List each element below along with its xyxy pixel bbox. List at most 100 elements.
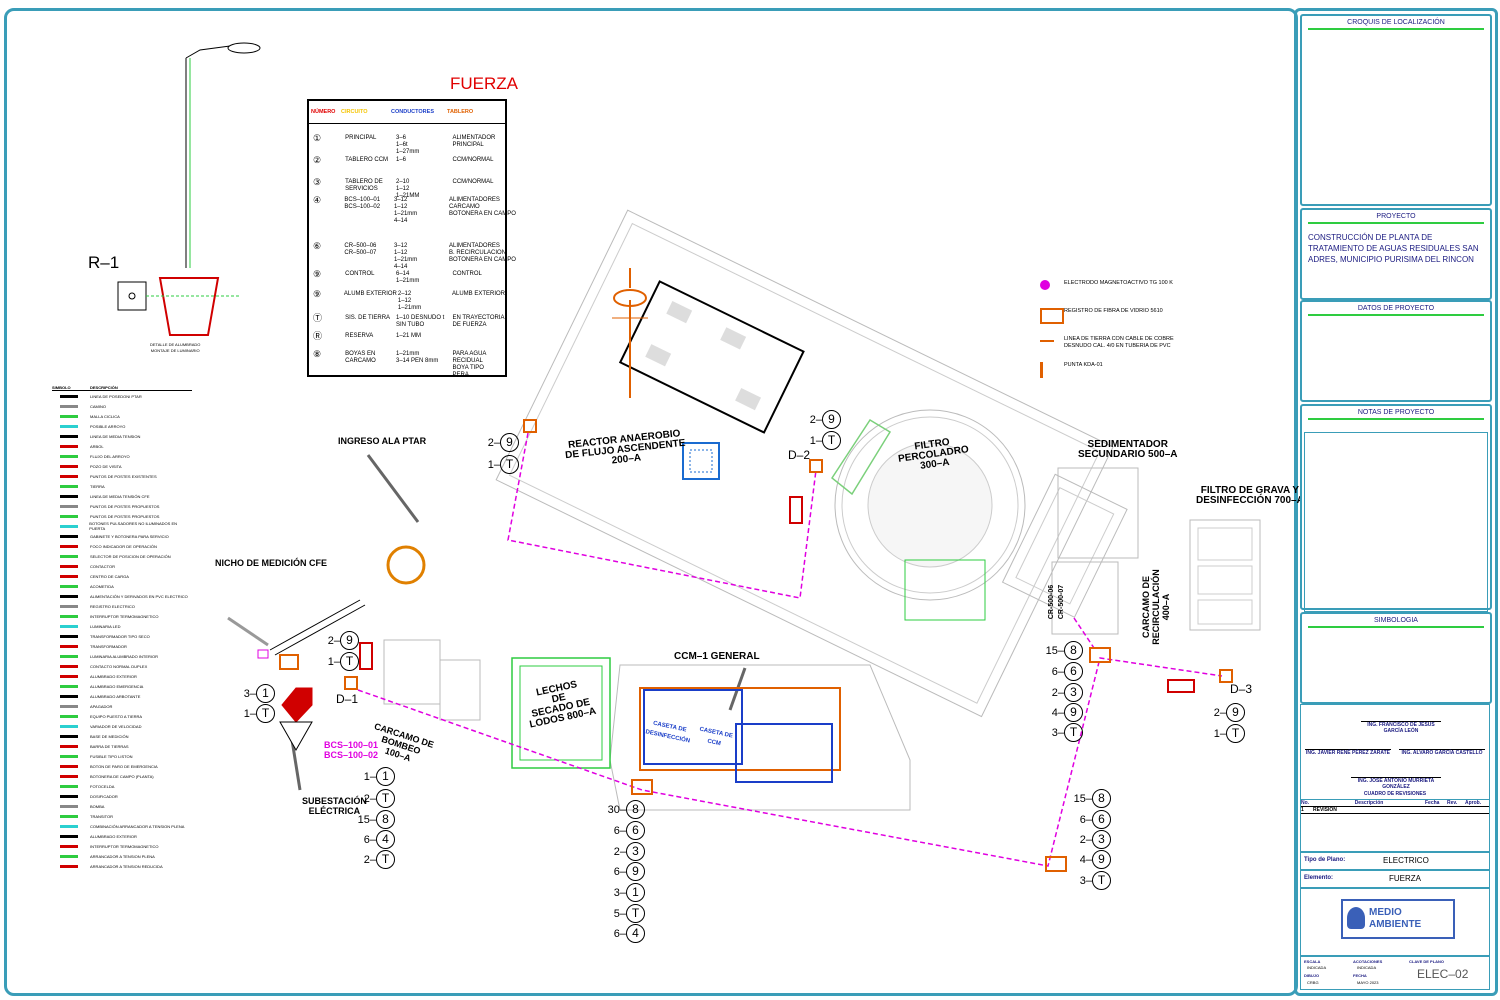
legend-item: ALUMBRADO EMERGENCIA: [52, 681, 192, 691]
legend-item: ALUMBRADO EXTERIOR: [52, 671, 192, 681]
label-bcs: BCS–100–01 BCS–100–02: [324, 740, 379, 760]
substation-symbol: [281, 687, 313, 723]
legend-label: DOSIFICADOR: [90, 793, 118, 799]
circuit-tag-qty: 2–: [809, 413, 822, 426]
legend-symbol-icon: [52, 844, 90, 849]
signature-4: ING. JOSE ANTONIO MURRIETA GONZÁLEZ: [1351, 777, 1441, 790]
legend-label: LINEA DE MEDIA TENSION: [90, 433, 141, 439]
circuit-tag-number: T: [1064, 723, 1083, 742]
circuit-tag: 2–9: [1206, 703, 1245, 722]
circuit-tag: 1–T: [236, 704, 275, 723]
fecha-value: MAYO 2023: [1357, 980, 1379, 985]
nicho-arrow: [227, 616, 269, 647]
fz-cell-num: Ⓣ: [313, 313, 323, 323]
elemento: Elemento: FUERZA: [1300, 870, 1490, 888]
circuit-tag-qty: 2–: [363, 792, 376, 805]
fz-cell-tablero: [449, 333, 506, 340]
legend-label: FUSIBLE TIPO LISTON: [90, 753, 133, 759]
signature-1: ING. FRANCISCO DE JESUS GARCÍA LEÓN: [1361, 721, 1441, 734]
fz-cell-circuito: SIS. DE TIERRA: [345, 315, 391, 321]
legend-label: FLUJO DEL ARROYO: [90, 453, 130, 459]
legend-item: BARRA DE TIERRAS: [52, 741, 192, 751]
fz-cell-num: ①: [313, 133, 322, 143]
legend-item: ALIMENTACIÓN Y DERIVADOS EN PVC ELECTRIC…: [52, 591, 192, 601]
legend-symbol-icon: [52, 654, 90, 659]
legend-label: CAMINO: [90, 403, 106, 409]
circuit-tag-qty: 3–: [1051, 726, 1064, 739]
drying-beds: [511, 657, 611, 769]
legend-item: ARRANCADOR A TENSION REDUCIDA: [52, 861, 192, 871]
legend-label: INTERRUPTOR TERMOMAGNETICO: [90, 613, 159, 619]
circuit-tag-number: 8: [1092, 789, 1111, 808]
circuit-tag-number: T: [376, 789, 395, 808]
fz-cell-circuito: BCS–100–01 BCS–100–02: [344, 197, 381, 210]
ingreso-arrow: [366, 454, 420, 523]
power-routing: [357, 432, 1223, 867]
fz-cell-circuito: PRINCIPAL: [345, 135, 377, 141]
circuit-tag-number: T: [256, 704, 275, 723]
circuit-tag-number: 9: [626, 862, 645, 881]
fz-cell-num: ③: [313, 177, 322, 187]
legend-symbol-icon: [52, 584, 90, 589]
legend-symbol-icon: [52, 434, 90, 439]
rev-col-desc: Descripción: [1354, 800, 1384, 806]
legend-symbol-icon: [52, 724, 90, 729]
legend-item: FUSIBLE TIPO LISTON: [52, 751, 192, 761]
legend-label: PUNTOS DE POSTES PROPUESTOS: [90, 503, 160, 509]
escala-key: ESCALA: [1304, 959, 1321, 964]
croquis-panel: CROQUIS DE LOCALIZACIÓN: [1300, 14, 1492, 206]
rev-row-desc: REVISION: [1313, 807, 1337, 813]
legend-symbol-icon: [52, 474, 90, 479]
legend-label: LINEA DE POSEDONI PTAR: [90, 393, 142, 399]
legend-label: GABINETE Y BOTONERA PARA SERVICIO: [90, 533, 169, 539]
legend-item: MALLA CICLICA: [52, 411, 192, 421]
circuit-tag-number: 9: [340, 631, 359, 650]
circuit-tag-number: T: [822, 431, 841, 450]
legend-label: BOTON DE PARO DE EMERGENCIA: [90, 763, 158, 769]
legend-item: VARIADOR DE VELOCIDAD: [52, 721, 192, 731]
legend-symbol-icon: [52, 604, 90, 609]
notas-panel: NOTAS DE PROYECTO: [1300, 404, 1492, 612]
circuit-tag: 30–8: [606, 800, 645, 819]
circuit-tag: 2–3: [606, 842, 645, 861]
legend-label: INTERRUPTOR TERMOMAGNETICO: [90, 843, 159, 849]
fz-cell-num: ⑨: [313, 269, 322, 279]
legend-label: BASE DE MEDICIÓN: [90, 733, 129, 739]
legend-label: CONTACTO NORMAL DUPLEX: [90, 663, 148, 669]
fz-cell-tablero: ALIMENTADOR PRINCIPAL: [452, 135, 496, 148]
datos-panel: DATOS DE PROYECTO: [1300, 300, 1492, 402]
legend-item: LINEA DE MEDIA TENSIÓN CFE: [52, 491, 192, 501]
legend-item: DOSIFICADOR: [52, 791, 192, 801]
fz-cell-num: ⑧: [313, 349, 322, 359]
tipo-plano-key: Tipo de Plano:: [1304, 857, 1346, 863]
reactor-tank: [618, 280, 805, 434]
fuerza-table-header: NÚMERO CIRCUITO CONDUCTORES TABLERO: [309, 101, 505, 124]
fz-cell-conductores: 3–6 1–6t 1–27mm: [396, 135, 420, 155]
logo-text-2: AMBIENTE: [1369, 919, 1422, 930]
circuit-tag: 2–T: [356, 789, 395, 808]
fz-cell-conductores: 1–10 DESNUDO t SIN TUBO: [396, 315, 445, 328]
circuit-tag: 2–3: [1072, 830, 1111, 849]
proyecto-heading: PROYECTO: [1376, 213, 1416, 220]
circuit-tag-qty: 4–: [1079, 853, 1092, 866]
circuit-tag-qty: 1–: [809, 434, 822, 447]
logo-shield-icon: [1347, 907, 1365, 929]
legend-item: FOTOCELDA: [52, 781, 192, 791]
legend-symbol-icon: [52, 674, 90, 679]
proyecto-panel: PROYECTO CONSTRUCCIÓN DE PLANTA DE TRATA…: [1300, 208, 1492, 300]
circuit-tag: 4–9: [1072, 850, 1111, 869]
datos-heading: DATOS DE PROYECTO: [1357, 305, 1435, 312]
rev-col-no: No.: [1301, 800, 1310, 806]
legend-label: TRANSITOR: [90, 813, 114, 819]
legend-label: BOTONERA DE CAMPO (PLANTA): [90, 773, 154, 779]
rev-row-no: 1: [1301, 807, 1304, 813]
legend-item: EQUIPO PUESTO A TIERRA: [52, 711, 192, 721]
circuit-tag-qty: 2–: [363, 853, 376, 866]
fz-cell-conductores: 1–21mm 3–14 PEN 8mm: [396, 351, 439, 364]
legend-symbol-icon: [52, 864, 90, 869]
label-ingreso: INGRESO ALA PTAR: [338, 436, 427, 446]
legend-symbol-icon: [52, 524, 89, 529]
circuit-tag-number: 6: [1092, 810, 1111, 829]
